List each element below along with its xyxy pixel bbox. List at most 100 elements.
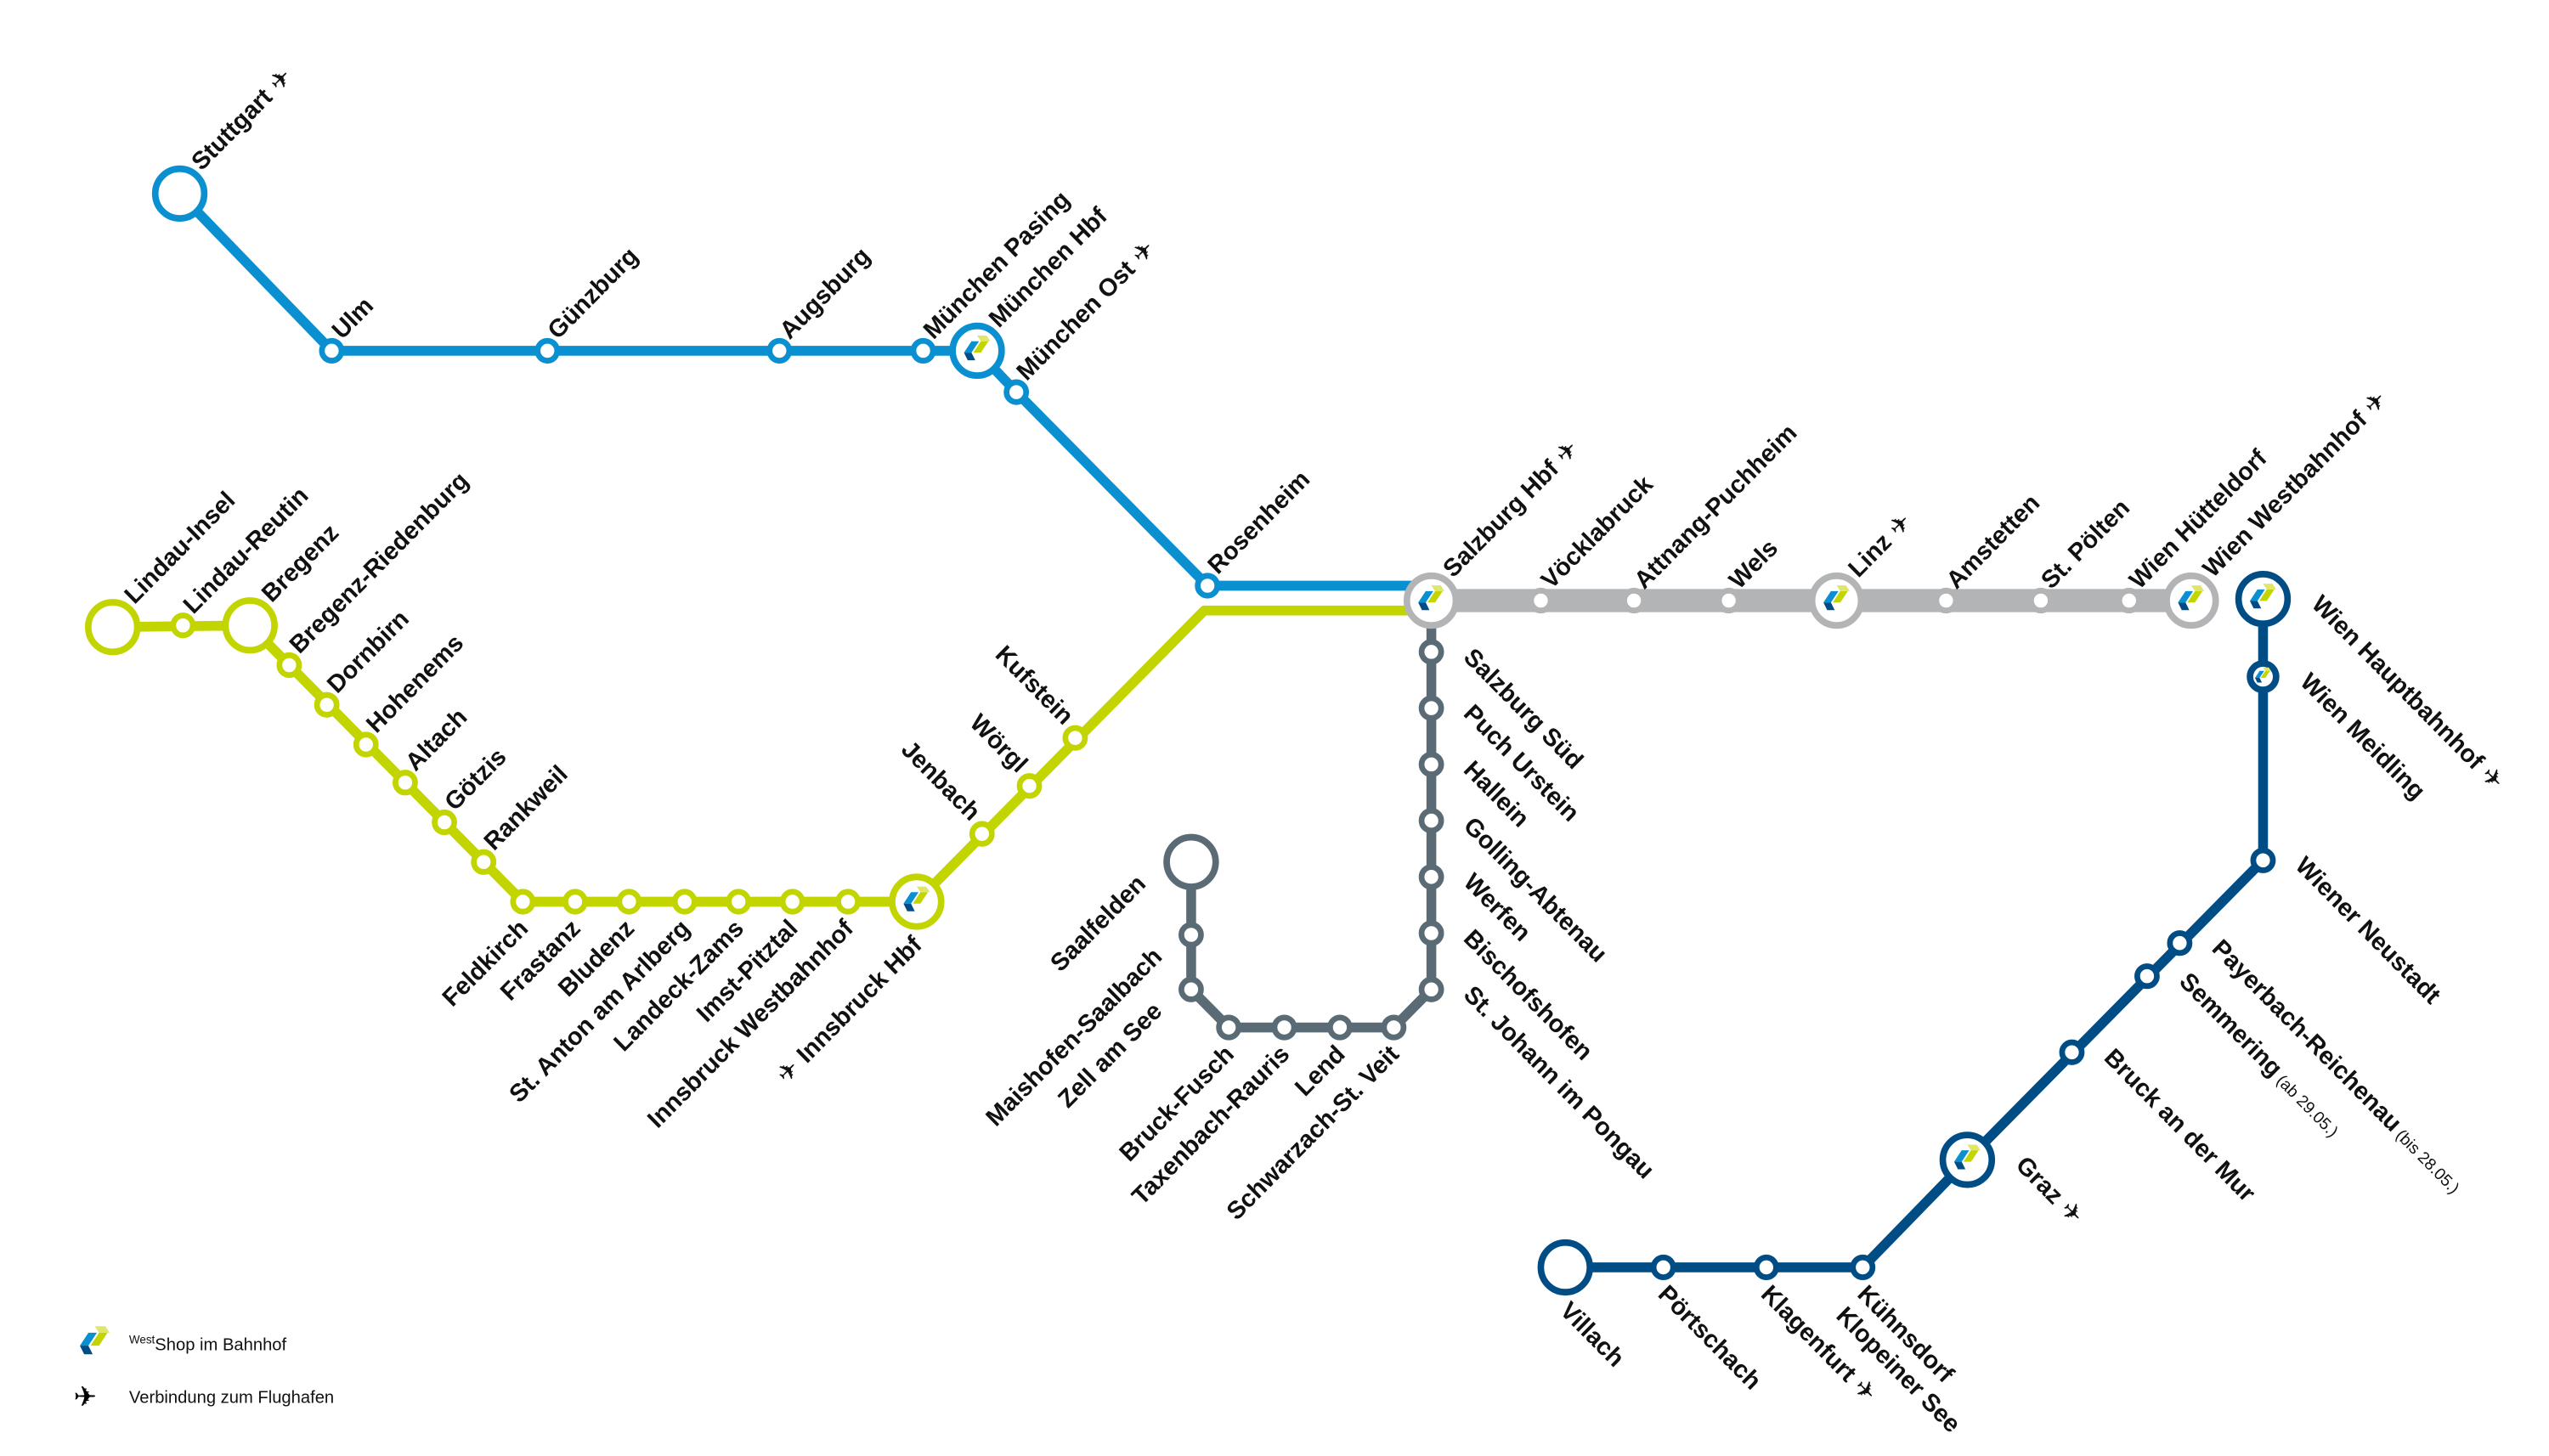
- station-hallein[interactable]: [1418, 751, 1444, 777]
- station-marker[interactable]: [1062, 725, 1088, 751]
- station-st-anton-am-arlberg[interactable]: [671, 889, 698, 915]
- station-marker[interactable]: [1418, 807, 1444, 834]
- station-klagenfurt[interactable]: [1753, 1254, 1779, 1281]
- station-marker[interactable]: [616, 889, 642, 915]
- station-k-hnsdorf[interactable]: [1850, 1254, 1876, 1281]
- station-marker[interactable]: [319, 337, 345, 364]
- station-schwarzach-st-veit[interactable]: [1381, 1014, 1407, 1041]
- station-marker[interactable]: [1003, 379, 1030, 405]
- station-stuttgart[interactable]: [151, 165, 208, 222]
- station-marker[interactable]: [1418, 639, 1444, 665]
- station-rankweil[interactable]: [471, 849, 497, 875]
- station-m-nchen-pasing[interactable]: [910, 337, 936, 364]
- station-marker[interactable]: [1178, 976, 1204, 1002]
- station-lindau-reutin[interactable]: [170, 612, 196, 639]
- station-graz[interactable]: [1939, 1132, 1996, 1188]
- station-marker[interactable]: [1418, 976, 1444, 1002]
- station-marker[interactable]: [910, 337, 936, 364]
- station-wien-h-tteldorf[interactable]: [2116, 587, 2142, 614]
- station-marker[interactable]: [1418, 751, 1444, 777]
- station-marker[interactable]: [671, 889, 698, 915]
- station-v-cklabruck[interactable]: [1528, 587, 1554, 614]
- station-zell-am-see[interactable]: [1178, 976, 1204, 1002]
- station-wiener-neustadt[interactable]: [2250, 847, 2276, 873]
- station-villach[interactable]: [1537, 1239, 1593, 1296]
- station-attnang-puchheim[interactable]: [1621, 587, 1647, 614]
- station-marker[interactable]: [1327, 1014, 1353, 1041]
- station-payerbach-reichenau[interactable]: [2167, 930, 2193, 957]
- station-wien-meidling[interactable]: [2247, 660, 2280, 694]
- station-salzburg-s-d[interactable]: [1418, 639, 1444, 665]
- station-marker[interactable]: [1016, 773, 1043, 799]
- station-marker[interactable]: [471, 849, 497, 875]
- station-bischofshofen[interactable]: [1418, 920, 1444, 946]
- station-bruck-an-der-mur[interactable]: [2059, 1039, 2085, 1065]
- station-marker[interactable]: [1621, 587, 1647, 614]
- station-marker[interactable]: [562, 889, 588, 915]
- station-bruck-fusch[interactable]: [1216, 1014, 1242, 1041]
- station-marker[interactable]: [1933, 587, 1959, 614]
- station-bregenz-riedenburg[interactable]: [276, 652, 302, 679]
- station-marker[interactable]: [1381, 1014, 1407, 1041]
- station-marker[interactable]: [2116, 587, 2142, 614]
- station-marker[interactable]: [1418, 864, 1444, 890]
- station-saalfelden[interactable]: [1163, 833, 1219, 890]
- station-altach[interactable]: [393, 770, 418, 796]
- station-landeck-zams[interactable]: [726, 889, 752, 915]
- station-m-nchen-hbf[interactable]: [949, 322, 1005, 380]
- station-taxenbach-rauris[interactable]: [1271, 1014, 1297, 1041]
- station-marker[interactable]: [1753, 1254, 1779, 1281]
- station-g-tzis[interactable]: [432, 809, 457, 836]
- station-marker[interactable]: [222, 597, 278, 654]
- station-marker[interactable]: [969, 821, 995, 847]
- station-marker[interactable]: [2250, 847, 2276, 873]
- station-amstetten[interactable]: [1933, 587, 1959, 614]
- station-marker[interactable]: [170, 612, 196, 639]
- station-g-nzburg[interactable]: [534, 337, 561, 364]
- station-marker[interactable]: [1715, 587, 1742, 614]
- station-kufstein[interactable]: [1062, 725, 1088, 751]
- station-st-p-lten[interactable]: [2028, 587, 2054, 614]
- station-augsburg[interactable]: [766, 337, 793, 364]
- station-marker[interactable]: [85, 599, 141, 656]
- station-marker[interactable]: [835, 889, 861, 915]
- station-marker[interactable]: [1537, 1239, 1593, 1296]
- station-salzburg-hbf[interactable]: [1403, 572, 1460, 629]
- station-st-johann-im-pongau[interactable]: [1418, 976, 1444, 1002]
- station-rosenheim[interactable]: [1195, 573, 1221, 599]
- station-golling-abtenau[interactable]: [1418, 807, 1444, 834]
- station-wels[interactable]: [1715, 587, 1742, 614]
- station-marker[interactable]: [1178, 922, 1204, 948]
- station-marker[interactable]: [510, 889, 536, 915]
- station-marker[interactable]: [2167, 930, 2193, 957]
- station-m-nchen-ost[interactable]: [1003, 379, 1030, 405]
- station-innsbruck-hbf[interactable]: [889, 873, 945, 930]
- station-marker[interactable]: [1195, 573, 1221, 599]
- station-hohenems[interactable]: [353, 731, 379, 758]
- station-marker[interactable]: [534, 337, 561, 364]
- station-marker[interactable]: [276, 652, 302, 679]
- station-werfen[interactable]: [1418, 864, 1444, 890]
- station-frastanz[interactable]: [562, 889, 588, 915]
- station-marker[interactable]: [1216, 1014, 1242, 1041]
- station-marker[interactable]: [432, 809, 457, 836]
- station-marker[interactable]: [1163, 833, 1219, 890]
- station-innsbruck-westbahnhof[interactable]: [835, 889, 861, 915]
- station-marker[interactable]: [393, 770, 418, 796]
- station-jenbach[interactable]: [969, 821, 995, 847]
- station-wien-westbahnhof[interactable]: [2163, 572, 2219, 629]
- station-marker[interactable]: [1528, 587, 1554, 614]
- station-w-rgl[interactable]: [1016, 773, 1043, 799]
- station-marker[interactable]: [2028, 587, 2054, 614]
- station-feldkirch[interactable]: [510, 889, 536, 915]
- station-bludenz[interactable]: [616, 889, 642, 915]
- station-marker[interactable]: [1271, 1014, 1297, 1041]
- station-p-rtschach[interactable]: [1650, 1254, 1676, 1281]
- station-imst-pitztal[interactable]: [779, 889, 805, 915]
- station-maishofen-saalbach[interactable]: [1178, 922, 1204, 948]
- station-semmering[interactable]: [2134, 963, 2160, 990]
- station-marker[interactable]: [1850, 1254, 1876, 1281]
- station-marker[interactable]: [1418, 695, 1444, 721]
- station-marker[interactable]: [1418, 920, 1444, 946]
- station-marker[interactable]: [151, 165, 208, 222]
